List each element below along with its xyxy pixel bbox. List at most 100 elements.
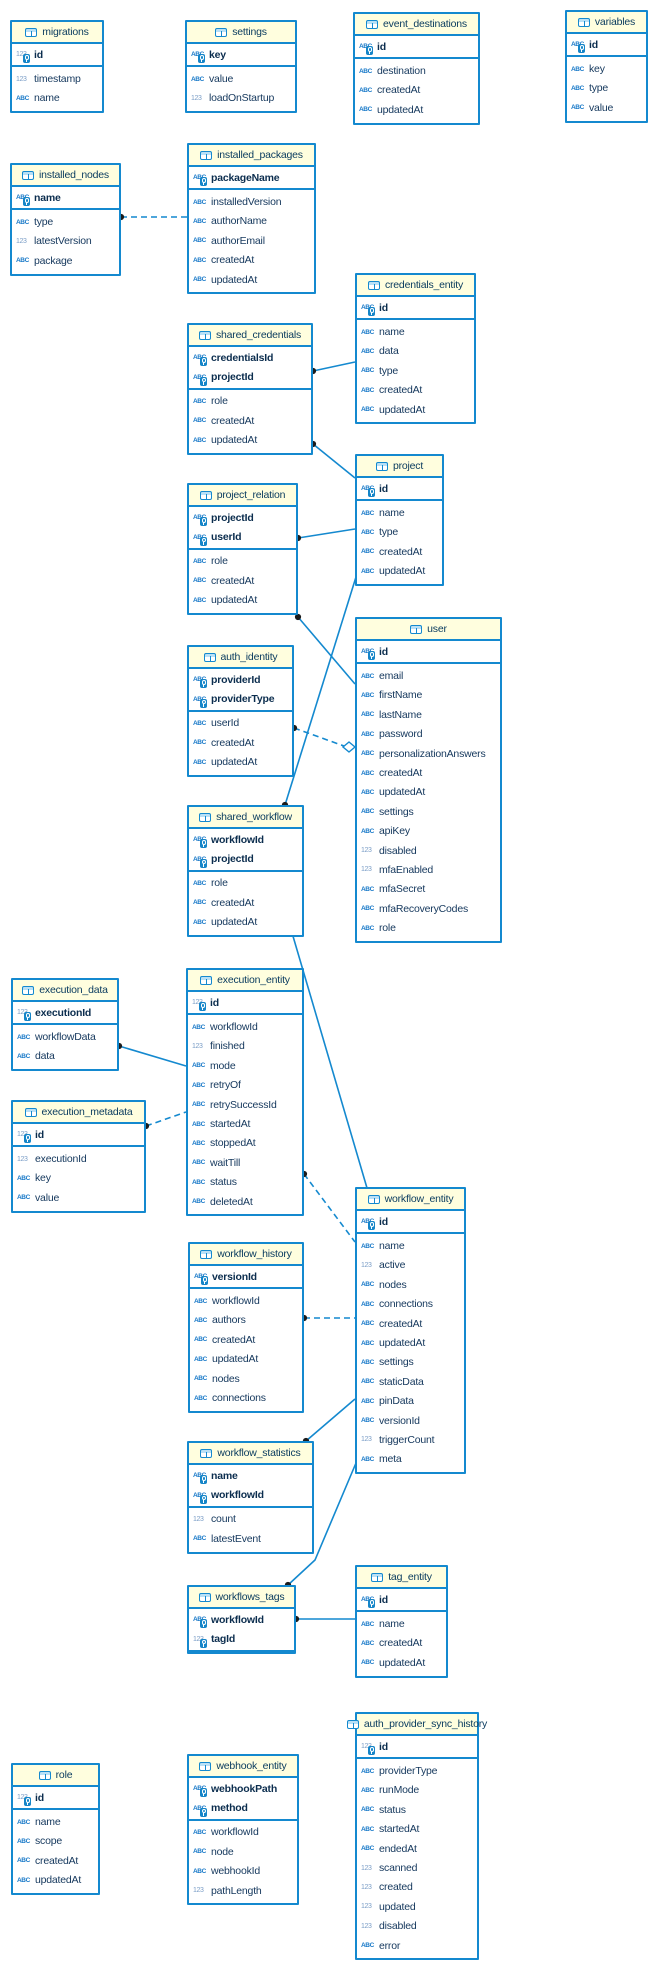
column-name: staticData <box>379 1375 424 1388</box>
table-project_relation[interactable]: project_relation ABCprojectIdABCuserId A… <box>187 483 298 615</box>
primary-key-icon <box>24 1012 31 1022</box>
relation-workflows_tags-to-workflow_entity <box>287 1462 357 1586</box>
table-header: installed_nodes <box>12 165 119 187</box>
column-name: updatedAt <box>212 1353 259 1366</box>
numeric-type-icon: 123 <box>193 1635 208 1648</box>
string-type-icon: ABC <box>361 1767 374 1775</box>
column-name: createdAt <box>379 1637 423 1650</box>
table-shared_credentials[interactable]: shared_credentials ABCcredentialsIdABCpr… <box>187 323 313 455</box>
string-type-icon: ABC <box>361 691 374 699</box>
column-name: webhookId <box>211 1865 260 1878</box>
column-name: password <box>379 728 423 741</box>
column-webhook_entity-method: ABCmethod <box>189 1798 297 1817</box>
numeric-type-icon: 123 <box>361 866 372 874</box>
column-name: mfaEnabled <box>379 863 434 876</box>
string-type-icon: ABC <box>361 885 374 893</box>
table-workflow_statistics[interactable]: workflow_statistics ABCnameABCworkflowId… <box>187 1441 314 1554</box>
column-name: data <box>379 345 399 358</box>
string-type-icon: ABC <box>17 1052 30 1060</box>
primary-key-section: ABCid <box>357 478 442 502</box>
column-name: mfaRecoveryCodes <box>379 902 469 915</box>
table-auth_identity[interactable]: auth_identity ABCproviderIdABCproviderTy… <box>187 645 294 777</box>
primary-key-icon <box>368 1599 375 1609</box>
column-name: type <box>379 364 399 377</box>
string-type-icon: ABC <box>359 42 374 56</box>
string-type-icon: ABC <box>571 84 584 92</box>
primary-key-section: ABCid <box>567 34 646 58</box>
primary-key-section: ABCid <box>357 297 474 321</box>
primary-key-section: ABCcredentialsIdABCprojectId <box>189 347 311 390</box>
table-installed_packages[interactable]: installed_packages ABCpackageName ABCins… <box>187 143 316 295</box>
column-name: executionId <box>35 1006 92 1019</box>
table-icon <box>371 1572 384 1582</box>
table-event_destinations[interactable]: event_destinations ABCid ABCdestinationA… <box>353 12 480 125</box>
column-name: updatedAt <box>377 103 424 116</box>
column-name: key <box>35 1172 51 1185</box>
column-name: stoppedAt <box>210 1137 256 1150</box>
table-workflow_entity[interactable]: workflow_entity ABCid ABCname123activeAB… <box>355 1187 466 1475</box>
table-project[interactable]: project ABCid ABCnameABCtypeABCcreatedAt… <box>355 454 444 586</box>
column-name: deletedAt <box>210 1195 253 1208</box>
numeric-type-icon: 123 <box>17 1130 32 1144</box>
column-name: userId <box>211 531 242 544</box>
table-webhook_entity[interactable]: webhook_entity ABCwebhookPathABCmethod A… <box>187 1754 299 1906</box>
column-name: startedAt <box>379 1823 420 1836</box>
column-name: runMode <box>379 1784 420 1797</box>
string-type-icon: ABC <box>361 730 374 738</box>
primary-key-icon <box>366 46 373 56</box>
string-type-icon: ABC <box>361 750 374 758</box>
string-type-icon: ABC <box>361 1378 374 1386</box>
column-name: key <box>209 48 226 61</box>
table-name: settings <box>232 26 267 38</box>
column-installed_packages-packageName: ABCpackageName <box>189 168 314 187</box>
column-name: createdAt <box>212 1333 256 1346</box>
table-name: role <box>55 1769 73 1781</box>
table-tag_entity[interactable]: tag_entity ABCid ABCnameABCcreatedAtABCu… <box>355 1565 448 1678</box>
table-name: installed_nodes <box>39 169 109 181</box>
table-user[interactable]: user ABCid ABCemailABCfirstNameABClastNa… <box>355 617 502 943</box>
primary-key-icon <box>200 1494 207 1504</box>
table-icon <box>200 1249 213 1259</box>
column-name: executionId <box>35 1153 87 1166</box>
column-name: versionId <box>212 1270 257 1283</box>
column-name: count <box>211 1513 236 1526</box>
string-type-icon: ABC <box>193 675 208 689</box>
string-type-icon: ABC <box>194 1375 207 1383</box>
column-name: id <box>379 1740 388 1753</box>
string-type-icon: ABC <box>192 1178 205 1186</box>
column-name: createdAt <box>379 767 423 780</box>
table-workflows_tags[interactable]: workflows_tags ABCworkflowId123tagId <box>187 1585 296 1654</box>
string-type-icon: ABC <box>193 276 206 284</box>
table-credentials_entity[interactable]: credentials_entity ABCid ABCnameABCdataA… <box>355 273 476 425</box>
column-name: latestVersion <box>34 235 92 248</box>
column-name: connections <box>379 1298 433 1311</box>
table-shared_workflow[interactable]: shared_workflow ABCworkflowIdABCprojectI… <box>187 805 304 937</box>
